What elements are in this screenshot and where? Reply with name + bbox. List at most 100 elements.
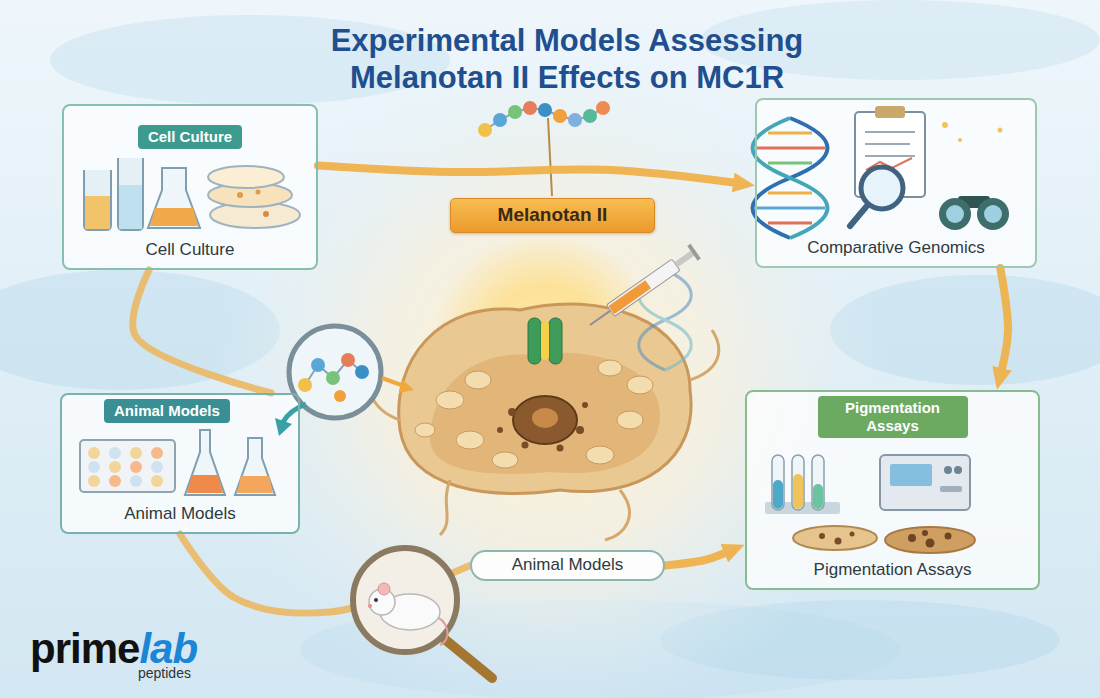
lab-glassware bbox=[85, 196, 110, 229]
pigmentation-icons bbox=[792, 455, 804, 510]
flow-arrow bbox=[133, 270, 271, 393]
skin-cell-illustration bbox=[440, 480, 450, 535]
pigmentation-icons bbox=[922, 530, 928, 536]
lab-glassware bbox=[237, 192, 243, 198]
mouse-magnifier bbox=[353, 548, 457, 652]
logo-word: prime bbox=[30, 625, 139, 672]
mouse-magnifier bbox=[374, 598, 378, 602]
peptide-chain bbox=[538, 103, 552, 117]
pigmentation-icons bbox=[850, 532, 855, 537]
panel-label: Comparative Genomics bbox=[807, 238, 985, 258]
molecule-magnifier bbox=[341, 353, 355, 367]
lab-glassware bbox=[256, 190, 261, 195]
skin-cell-illustration bbox=[497, 427, 503, 433]
peptide-chain bbox=[553, 109, 567, 123]
animal-lab-icons bbox=[130, 447, 142, 459]
genomics-icons bbox=[865, 155, 915, 157]
skin-cell-illustration bbox=[557, 445, 564, 452]
genomics-icons bbox=[755, 147, 825, 150]
model-panel: Cell CultureCell Culture bbox=[62, 104, 318, 270]
model-panel: Comparative Genomics bbox=[755, 98, 1037, 268]
animal-lab-icons bbox=[151, 447, 163, 459]
animal-lab-icons bbox=[151, 461, 163, 473]
animal-lab-icons bbox=[80, 430, 275, 495]
peptide-chain bbox=[596, 101, 610, 115]
genomics-icons bbox=[977, 198, 1009, 230]
panel-ground bbox=[60, 98, 1040, 590]
pigmentation-icons bbox=[940, 486, 962, 492]
molecule-magnifier bbox=[399, 379, 414, 393]
skin-cell-illustration bbox=[576, 426, 584, 434]
genomics-icons bbox=[755, 207, 825, 210]
skin-cell-illustration bbox=[508, 408, 516, 416]
genomics-icons bbox=[942, 122, 948, 128]
label-pill: Animal Models bbox=[470, 550, 665, 581]
animal-lab-icons bbox=[88, 447, 100, 459]
genomics-icons bbox=[850, 207, 866, 226]
animal-lab-icons bbox=[235, 438, 275, 495]
genomics-icons bbox=[998, 128, 1003, 133]
skin-cell-illustration bbox=[627, 376, 653, 394]
mc1r-receptor bbox=[549, 318, 562, 364]
skin-cell-illustration bbox=[598, 360, 622, 376]
model-panel: Pigmentation AssaysPigmentation Assays bbox=[745, 390, 1040, 590]
peptide-chain bbox=[493, 113, 507, 127]
flow-arrow bbox=[1000, 268, 1008, 368]
pigmentation-icons bbox=[772, 455, 784, 510]
genomics-icons bbox=[768, 132, 812, 135]
genomics-icons bbox=[875, 106, 905, 118]
pigmentation-icons bbox=[765, 455, 975, 553]
molecule-magnifier bbox=[275, 418, 292, 436]
skin-cell-illustration bbox=[586, 446, 614, 464]
pigmentation-icons bbox=[819, 533, 825, 539]
mouse-magnifier bbox=[442, 637, 492, 678]
molecule-magnifier bbox=[275, 326, 414, 436]
animal-lab-icons bbox=[151, 475, 163, 487]
syringe bbox=[590, 311, 610, 325]
brand-logo: primelabpeptides bbox=[30, 626, 197, 682]
peptide-tag: Melanotan II bbox=[450, 198, 655, 233]
peptide-chain bbox=[478, 123, 492, 137]
animal-lab-icons bbox=[130, 475, 142, 487]
lab-glassware bbox=[119, 185, 142, 229]
mc1r-receptor bbox=[541, 322, 549, 360]
pigmentation-icons bbox=[880, 455, 970, 510]
molecule-magnifier bbox=[298, 378, 312, 392]
skin-cell-illustration bbox=[399, 304, 691, 493]
lab-glassware bbox=[84, 158, 300, 230]
syringe bbox=[674, 251, 694, 267]
pigmentation-icons bbox=[954, 466, 962, 474]
genomics-icons bbox=[865, 143, 910, 145]
skin-cell-illustration bbox=[513, 396, 577, 444]
genomics-icons bbox=[768, 162, 812, 165]
flow-arrow bbox=[318, 165, 733, 182]
logo-subtitle: peptides bbox=[138, 666, 197, 681]
genomics-icons bbox=[753, 106, 1010, 238]
pigmentation-icons bbox=[945, 533, 952, 540]
animal-lab-icons bbox=[237, 476, 273, 493]
genomics-icons bbox=[946, 205, 964, 223]
skin-cell-illustration bbox=[522, 442, 529, 449]
skin-cell-illustration bbox=[436, 391, 464, 409]
animal-lab-icons bbox=[187, 475, 223, 493]
lab-glassware bbox=[150, 208, 198, 226]
animal-lab-icons bbox=[109, 447, 121, 459]
molecule-magnifier bbox=[355, 365, 369, 379]
molecule-magnifier bbox=[382, 378, 404, 386]
skin-cell-illustration bbox=[492, 452, 518, 468]
model-label: Animal Models bbox=[512, 555, 624, 575]
animal-lab-icons bbox=[109, 461, 121, 473]
panel-heading: Cell Culture bbox=[138, 125, 242, 149]
skin-cell-illustration bbox=[367, 240, 719, 540]
peptide-chain bbox=[523, 101, 537, 115]
animal-lab-icons bbox=[185, 430, 225, 495]
animal-lab-icons bbox=[109, 475, 121, 487]
panel-label: Pigmentation Assays bbox=[814, 560, 972, 580]
panel-heading: Pigmentation Assays bbox=[818, 396, 968, 438]
syringe bbox=[608, 280, 651, 314]
genomics-icons bbox=[939, 198, 971, 230]
panel-ground bbox=[62, 104, 318, 270]
skin-cell-illustration bbox=[605, 490, 629, 540]
pigmentation-icons bbox=[793, 474, 803, 509]
